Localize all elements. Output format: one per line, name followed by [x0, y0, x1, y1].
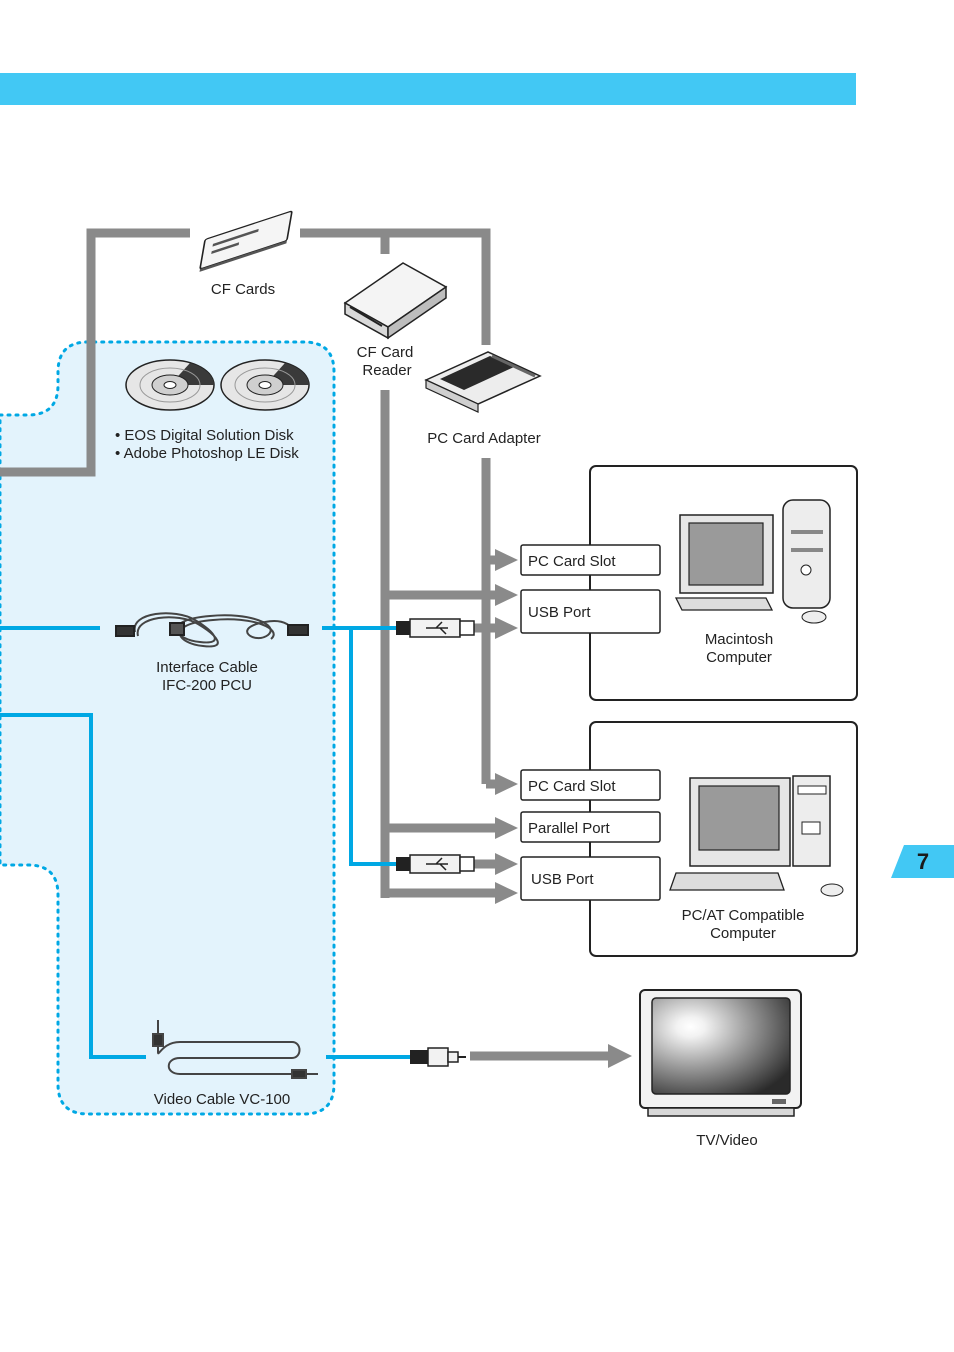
blue-cable-lines — [0, 626, 410, 1059]
svg-text:Parallel Port: Parallel Port — [528, 820, 611, 837]
svg-text:PC Card Slot: PC Card Slot — [528, 553, 616, 570]
pc-label-2: Computer — [710, 925, 776, 942]
macintosh-label-1: Macintosh — [705, 631, 773, 648]
cf-cards-label: CF Cards — [211, 281, 275, 298]
tv-icon — [639, 989, 802, 1117]
video-cable-label: Video Cable VC-100 — [154, 1091, 290, 1108]
macintosh-icon — [674, 499, 831, 624]
pc-label-1: PC/AT Compatible — [682, 907, 805, 924]
av-plug-icon — [410, 1047, 466, 1067]
cd-disk-icon — [125, 359, 215, 411]
pc-port-usb-port: USB Port — [520, 856, 661, 901]
macintosh-label-2: Computer — [706, 649, 772, 666]
disk-label-2: • Adobe Photoshop LE Disk — [115, 445, 299, 462]
cf-card-icon — [199, 210, 293, 272]
usb-plug-icon — [396, 618, 475, 638]
accessory-panel — [0, 340, 336, 1116]
interface-cable-label-1: Interface Cable — [156, 659, 258, 676]
pc-card-adapter-icon — [424, 351, 542, 413]
arrowheads — [495, 549, 632, 1068]
pc-port-parallel-port: Parallel Port — [520, 811, 661, 843]
pc-icon — [669, 775, 844, 897]
usb-plug-icon — [396, 854, 475, 874]
mac-port-usb-port: USB Port — [520, 589, 661, 634]
gray-connection-lines — [0, 228, 612, 1061]
cf-card-reader-label-1: CF Card — [357, 344, 414, 361]
pc-card-adapter-label: PC Card Adapter — [427, 430, 540, 447]
svg-text:PC Card Slot: PC Card Slot — [528, 778, 616, 795]
interface-cable-icon — [115, 612, 309, 648]
interface-cable-label-2: IFC-200 PCU — [162, 677, 252, 694]
cd-disk-icon — [220, 359, 310, 411]
tv-label: TV/Video — [696, 1132, 757, 1149]
disk-label-1: • EOS Digital Solution Disk — [115, 427, 294, 444]
card-reader-icon — [343, 262, 448, 340]
mac-port-pc-card-slot: PC Card Slot — [520, 544, 661, 576]
cf-card-reader-label-2: Reader — [362, 362, 411, 379]
page-number: 7 — [917, 849, 929, 874]
header-bar — [0, 73, 856, 105]
svg-text:USB Port: USB Port — [531, 871, 594, 888]
video-cable-icon — [152, 1020, 318, 1079]
svg-text:USB Port: USB Port — [528, 604, 591, 621]
page-tab: 7 — [891, 845, 954, 878]
pc-port-pc-card-slot: PC Card Slot — [520, 769, 661, 801]
